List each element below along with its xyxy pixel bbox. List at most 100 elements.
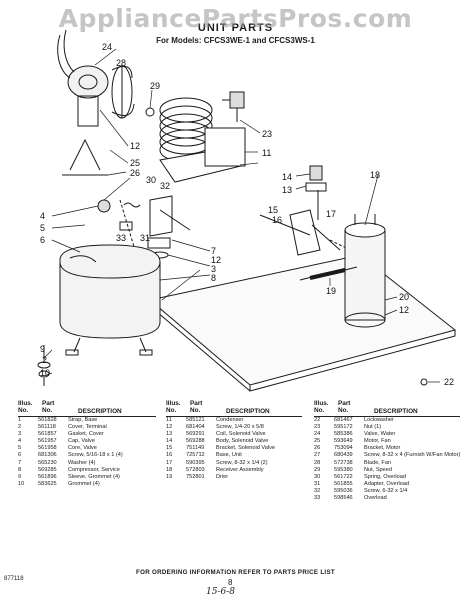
callout-16: 16	[272, 215, 282, 225]
description-cell: Washer (4)	[68, 459, 96, 466]
description-cell: Bracket, Motor	[364, 445, 401, 452]
description-cell: Cap, Valve	[68, 438, 95, 445]
illus-no-cell: 18	[166, 466, 173, 473]
part-no-cell: 725712	[186, 452, 205, 459]
illus-no-cell: 9	[18, 473, 22, 480]
part-no-cell: 583625	[38, 480, 57, 487]
handwritten-note: 15-6-8	[206, 587, 235, 597]
exploded-parts-diagram: 24 28 29 23 12 11 25 26 30 32 14 13 15 1…	[37, 29, 457, 392]
description-cell: Nut, Speed	[364, 466, 392, 473]
description-cell: Drier	[216, 473, 229, 480]
part-no-cell: 681467	[334, 417, 353, 423]
condenser-drawing	[159, 97, 246, 183]
illus-no-cell: 2	[18, 424, 22, 431]
part-no-cell: 561857	[38, 431, 57, 438]
part-no-cell: 561896	[38, 473, 57, 480]
illus-no-cell: 11	[166, 417, 172, 423]
table-row: 9 561896 Sleeve, Grommet (4)	[18, 474, 160, 481]
illus-no-cell: 3	[18, 431, 22, 438]
part-no-cell: 752801	[186, 473, 205, 480]
column-header: Illus. No. Part No. DESCRIPTION	[18, 400, 160, 417]
table-row: 4 561957 Cap, Valve	[18, 438, 160, 445]
part-no-cell: 595172	[334, 424, 353, 431]
callout-29: 29	[150, 81, 160, 91]
description-cell: Strap, Base	[68, 417, 98, 423]
description-cell: Blade, Fan	[364, 459, 392, 466]
description-cell: Body, Solenoid Valve	[216, 438, 269, 445]
description-cell: Sleeve, Grommet (4)	[68, 473, 120, 480]
column-header: Illus. No. Part No. DESCRIPTION	[166, 400, 306, 417]
part-no-cell: 565230	[38, 459, 57, 466]
part-no-cell: 681306	[38, 452, 57, 459]
illus-no-cell: 6	[18, 452, 22, 459]
illus-no-cell: 8	[18, 466, 22, 473]
callout-8: 8	[211, 273, 216, 283]
illus-no-cell: 14	[166, 438, 173, 445]
header-part-no: Part No.	[42, 400, 55, 414]
callout-19: 19	[326, 286, 336, 296]
table-row: 6 681306 Screw, 5/16-18 x 1 (4)	[18, 452, 160, 459]
part-no-cell: 590395	[186, 459, 205, 466]
description-cell: Gasket, Cover	[68, 431, 104, 438]
description-cell: Screw, 6-32 x 1/4	[364, 487, 408, 494]
part-no-cell: 595036	[334, 487, 353, 494]
part-no-cell: 585121	[186, 417, 205, 423]
leader-lines	[43, 48, 440, 383]
description-cell: Base, Unit	[216, 452, 242, 459]
part-no-cell: 572738	[334, 459, 353, 466]
callout-numbers: 24 28 29 23 12 11 25 26 30 32 14 13 15 1…	[40, 42, 454, 387]
header-illus-no: Illus. No.	[18, 400, 33, 414]
fan-motor-drawing	[57, 29, 109, 176]
part-no-cell: 569288	[186, 438, 205, 445]
callout-12a: 12	[130, 141, 140, 151]
header-description: DESCRIPTION	[374, 408, 418, 415]
description-cell: Adapter, Overload	[364, 480, 410, 487]
callout-17: 17	[326, 209, 336, 219]
description-cell: Compressor, Service	[68, 466, 120, 473]
illus-no-cell: 30	[314, 473, 321, 480]
illus-no-cell: 15	[166, 445, 173, 452]
illus-no-cell: 23	[314, 424, 321, 431]
callout-18: 18	[370, 170, 380, 180]
illus-no-cell: 29	[314, 466, 321, 473]
callout-6: 6	[40, 235, 45, 245]
callout-15: 15	[268, 205, 278, 215]
callout-32: 32	[160, 181, 170, 191]
solenoid-valve-drawing	[259, 165, 341, 256]
part-no-cell: 561958	[38, 445, 57, 452]
description-cell: Cover, Terminal	[68, 424, 107, 431]
description-cell: Screw, 5/16-18 x 1 (4)	[68, 452, 123, 459]
illus-no-cell: 13	[166, 431, 173, 438]
illus-no-cell: 4	[18, 438, 22, 445]
description-cell: Valve, Water	[364, 431, 396, 438]
table-row: 14 569288 Body, Solenoid Valve	[166, 438, 306, 445]
page-number: 8	[228, 578, 233, 587]
description-cell: Condenser	[216, 417, 244, 423]
description-cell: Grommet (4)	[68, 480, 100, 487]
mounting-hardware-drawing	[37, 345, 51, 386]
part-no-cell: 561957	[38, 438, 57, 445]
callout-9: 9	[40, 344, 45, 354]
callout-25: 25	[130, 158, 140, 168]
illus-no-cell: 26	[314, 445, 321, 452]
drier-drawing	[299, 266, 358, 281]
callout-12b: 12	[211, 255, 221, 265]
description-cell: Receiver Assembly	[216, 466, 264, 473]
